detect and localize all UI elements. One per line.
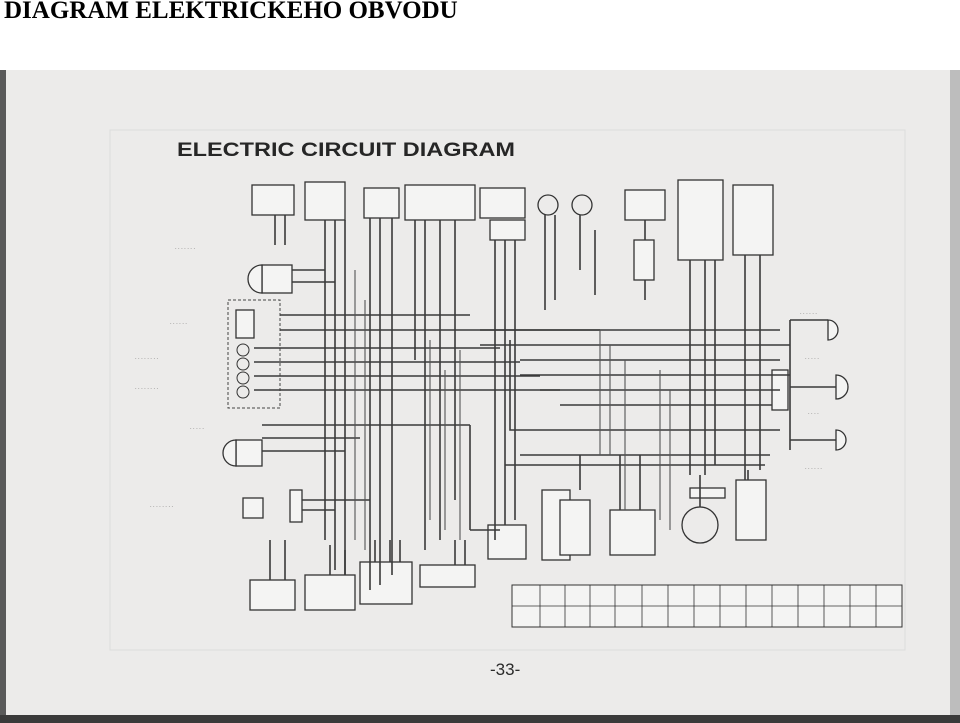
svg-text:· · · · · · ·: · · · · · · · [175, 246, 195, 252]
page-title: DIAGRAM ELEKTRICKÉHO OBVODU [4, 0, 458, 24]
svg-text:· · · · ·: · · · · · [805, 356, 819, 362]
circuit-diagram-scan: ELECTRIC CIRCUIT DIAGRAM [0, 70, 960, 723]
right-components [771, 319, 849, 451]
bottom-components [249, 479, 767, 611]
svg-text:· · · · · · · ·: · · · · · · · · [150, 504, 173, 510]
scanned-manual-page: ELECTRIC CIRCUIT DIAGRAM [0, 70, 960, 723]
svg-text:· · · · · ·: · · · · · · [805, 466, 822, 472]
left-components [222, 264, 303, 523]
wire-color-table [511, 584, 903, 628]
wiring [254, 215, 836, 590]
svg-text:· · · · · · · ·: · · · · · · · · [135, 356, 158, 362]
svg-text:· · · · · ·: · · · · · · [800, 311, 817, 317]
svg-text:· · · · · ·: · · · · · · [170, 321, 187, 327]
svg-text:· · · · ·: · · · · · [190, 426, 204, 432]
page-number: -33- [490, 660, 520, 679]
svg-text:· · · · · · · ·: · · · · · · · · [135, 386, 158, 392]
svg-text:· · · ·: · · · · [808, 411, 819, 417]
component-labels: · · · · · · · · · · · · · · · · · · · · … [135, 246, 822, 510]
diagram-title: ELECTRIC CIRCUIT DIAGRAM [177, 140, 515, 161]
top-components [251, 179, 774, 281]
